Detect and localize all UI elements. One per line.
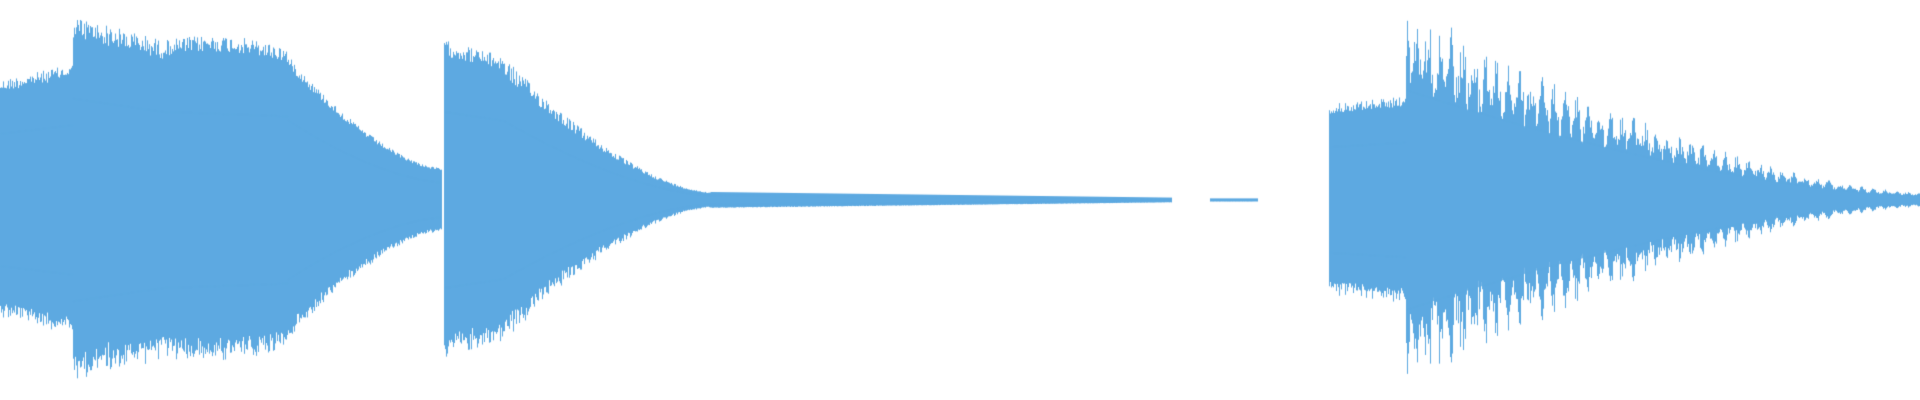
audio-waveform bbox=[0, 0, 1920, 400]
